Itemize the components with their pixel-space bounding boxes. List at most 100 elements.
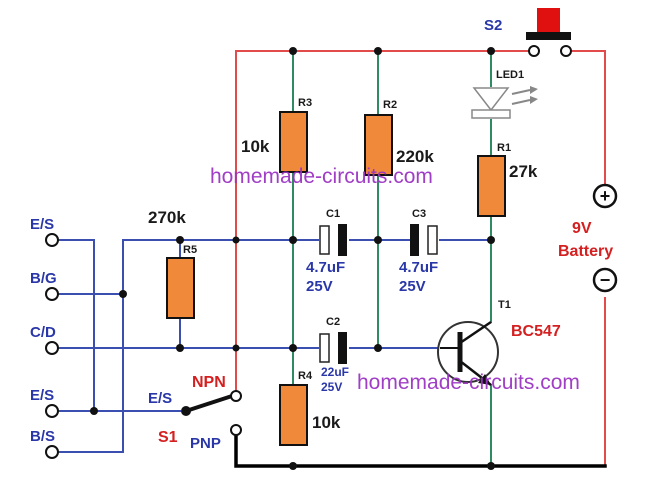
junction-dot (487, 47, 495, 55)
c2-label: C2 (326, 316, 340, 328)
s1-lever (185, 394, 233, 413)
pnp-label: PNP (190, 435, 221, 452)
c2-value: 22uF (321, 365, 349, 379)
terminal-es1-wire (57, 239, 95, 412)
terminal-label-es-top: E/S (30, 216, 54, 233)
t1-label: T1 (498, 299, 511, 311)
r5-label: R5 (183, 244, 197, 256)
capacitor-c3 (410, 224, 438, 256)
transistor-t1 (437, 320, 499, 386)
cap-plate-dark (338, 224, 347, 256)
junction-dot (232, 236, 240, 244)
junction-dot (176, 236, 184, 244)
battery-plus-terminal (592, 183, 618, 209)
led1 (471, 86, 538, 119)
r3-value: 10k (241, 137, 270, 156)
led-arrow-head (530, 86, 538, 94)
cap-plate-dark (410, 224, 419, 256)
r5-value: 270k (148, 208, 186, 227)
capacitor-c1 (319, 224, 347, 256)
s2-label: S2 (484, 17, 502, 34)
c1-voltage: 25V (306, 278, 333, 295)
led-triangle (472, 87, 510, 112)
transistor-collector (459, 320, 492, 345)
watermark-bottom: homemade-circuits.com (357, 371, 580, 394)
s2-push-button (526, 8, 572, 57)
r1-label: R1 (497, 142, 511, 154)
t1-part: BC547 (511, 323, 561, 340)
terminal-label-cd: C/D (30, 324, 56, 341)
terminal-label-bs: B/S (30, 428, 55, 445)
battery-minus-terminal (592, 267, 618, 293)
battery-plus-symbol: + (600, 186, 611, 206)
c1-value: 4.7uF (306, 259, 345, 276)
s2-button-cap (537, 8, 560, 32)
cap-plate-light (319, 225, 330, 255)
terminal-cd (45, 341, 59, 355)
resistor-r2 (364, 114, 393, 176)
npn-label: NPN (192, 374, 226, 391)
junction-dot (90, 407, 98, 415)
transistor-emitter-arrow (478, 374, 491, 385)
transistor-body (437, 321, 499, 383)
top-rail-wire (235, 50, 606, 191)
led-arrow-head (530, 96, 538, 104)
junction-dot (374, 344, 382, 352)
s2-button-bar (526, 32, 571, 40)
junctions (90, 47, 495, 470)
s1-label: S1 (158, 429, 178, 446)
terminal-bg (45, 287, 59, 301)
cap-plate-light (319, 333, 330, 363)
c1-label: C1 (326, 208, 340, 220)
battery-voltage: 9V (572, 220, 592, 237)
s1-switch (181, 390, 242, 436)
r2-value: 220k (396, 147, 434, 166)
ground-rail-wire (234, 430, 607, 468)
s2-contact (528, 45, 540, 57)
terminal-label-bg: B/G (30, 270, 57, 287)
c3-value: 4.7uF (399, 259, 438, 276)
r2-label: R2 (383, 99, 397, 111)
junction-dot (487, 236, 495, 244)
r1-value: 27k (509, 162, 538, 181)
capacitor-c2 (319, 332, 347, 364)
junction-dot (374, 236, 382, 244)
c3-label: C3 (412, 208, 426, 220)
battery: + − (592, 183, 618, 293)
resistor-r3 (279, 111, 308, 173)
led-light-arrows (511, 89, 531, 105)
test-terminals (45, 233, 59, 459)
c3-voltage: 25V (399, 278, 426, 295)
r3-label: R3 (298, 97, 312, 109)
battery-minus-symbol: − (600, 270, 611, 290)
r4-value: 10k (312, 413, 341, 432)
led1-label: LED1 (496, 69, 524, 81)
cap-plate-dark (338, 332, 347, 364)
terminal-bg-wire (57, 239, 124, 453)
junction-dot (289, 47, 297, 55)
c2-voltage: 25V (321, 380, 342, 394)
led-cathode-bar (471, 109, 511, 119)
wires (57, 50, 607, 468)
junction-dot (232, 344, 240, 352)
s1-pnp-contact (230, 424, 242, 436)
terminal-es-top (45, 233, 59, 247)
junction-dot (289, 236, 297, 244)
resistor-r4 (279, 384, 308, 446)
s1-npn-contact (230, 390, 242, 402)
battery-label: Battery (558, 243, 613, 260)
terminal-label-es-bottom: E/S (30, 387, 54, 404)
junction-dot (374, 47, 382, 55)
terminal-es-bottom (45, 404, 59, 418)
junction-dot (119, 290, 127, 298)
junction-dot (487, 462, 495, 470)
s2-contact (560, 45, 572, 57)
cap-plate-light (427, 225, 438, 255)
terminal-bs (45, 445, 59, 459)
junction-dot (289, 344, 297, 352)
junction-dot (176, 344, 184, 352)
resistor-r5 (166, 257, 195, 319)
s1-common-label: E/S (148, 390, 172, 407)
watermark-top: homemade-circuits.com (210, 165, 433, 188)
